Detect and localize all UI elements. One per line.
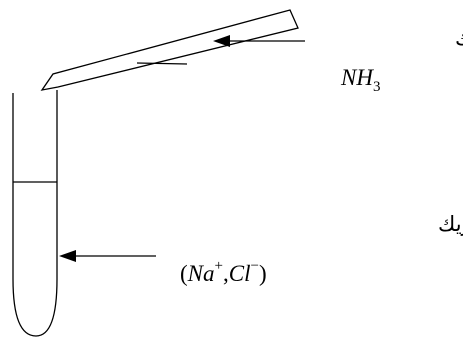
hcl-ions-sodium: Na: [187, 261, 215, 286]
ammonia-formula-symbol: NH: [340, 65, 374, 90]
hcl-ions-formula: (Na+,Cl−): [180, 258, 267, 286]
hcl-ions-separator: ,: [223, 261, 229, 286]
hcl-ions-chloride: Cl: [229, 261, 251, 286]
test-tube: [12, 90, 58, 337]
ammonia-solution-label: محلول الأمونياك: [455, 25, 463, 50]
hcl-ions-chloride-charge: −: [250, 258, 258, 274]
hcl-pointer-arrow: [59, 250, 156, 262]
pipette-body: [40, 9, 299, 91]
pipette-liquid-level: [136, 62, 188, 65]
ammonia-formula-subscript: 3: [373, 79, 381, 95]
ammonia-pointer-arrow: [213, 35, 305, 47]
hcl-ions-open-paren: (: [180, 261, 188, 286]
hcl-ions-close-paren: ): [259, 261, 267, 286]
test-tube-body: [12, 90, 58, 337]
pipette: [40, 9, 299, 91]
ammonia-formula: NH3: [340, 65, 380, 95]
hcl-solution-label: محلول حمض الكلوريدريك: [438, 212, 463, 236]
hcl-ions-sodium-charge: +: [215, 258, 223, 274]
